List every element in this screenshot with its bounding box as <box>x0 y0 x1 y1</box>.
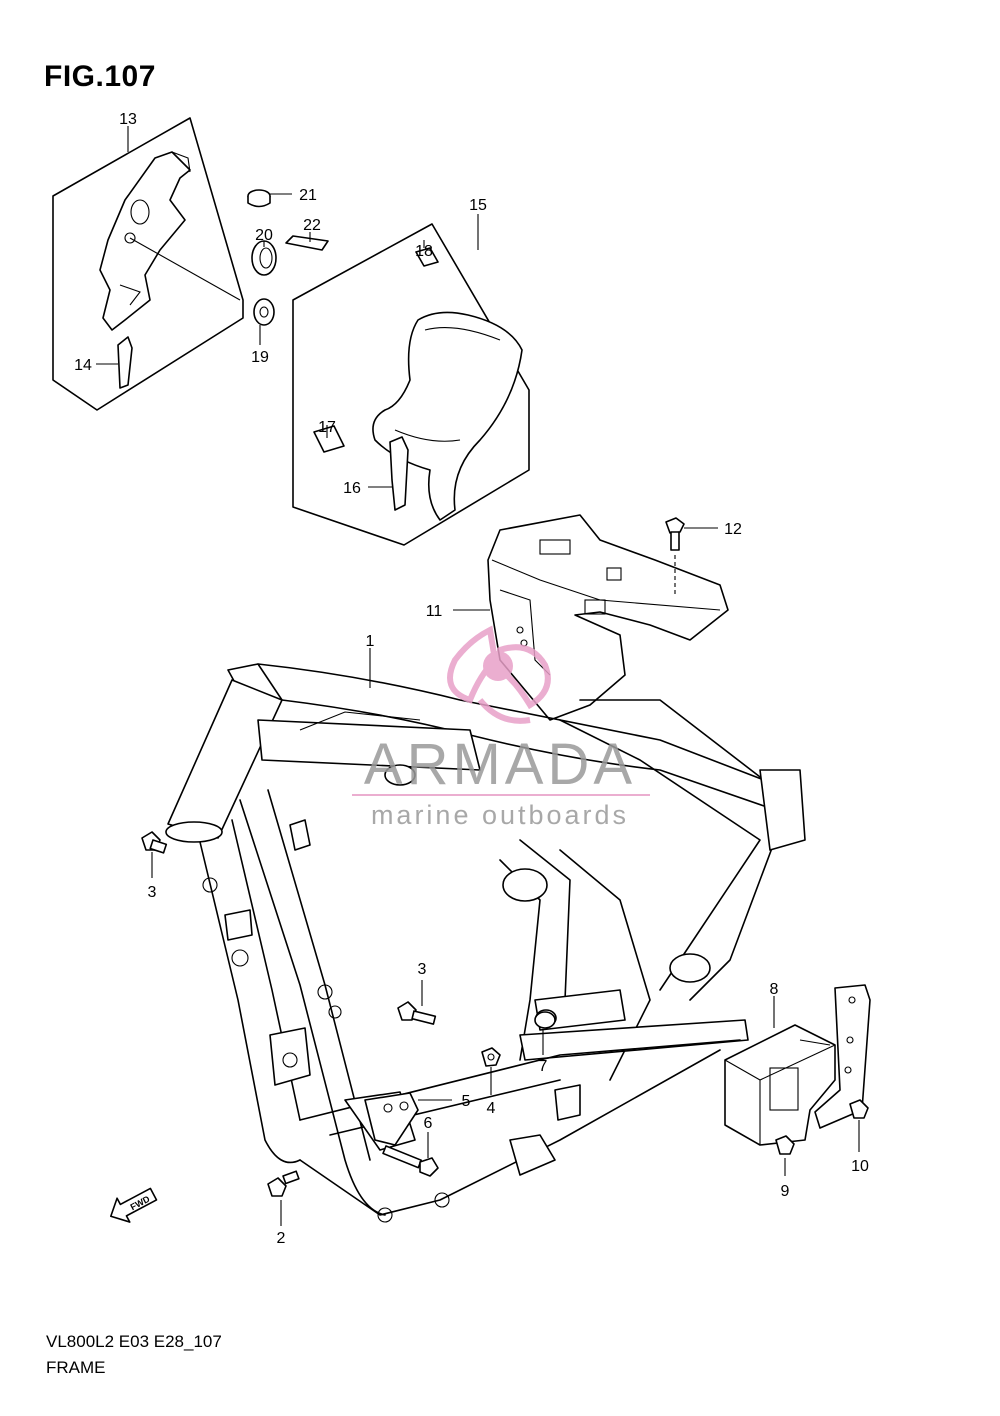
part-18-pad <box>415 240 439 267</box>
armada-propeller-logo <box>447 625 551 724</box>
part-15-cover <box>372 311 523 521</box>
callout-18: 18 <box>415 243 433 260</box>
part-20-grommet <box>251 240 277 276</box>
callout-7: 7 <box>539 1058 548 1075</box>
part-21-grommet <box>247 189 292 208</box>
callout-11: 11 <box>426 603 443 620</box>
figure-name: FRAME <box>46 1358 106 1377</box>
callout-12: 12 <box>724 521 742 538</box>
callout-1: 1 <box>366 633 375 650</box>
part-3-bolt-left <box>141 831 168 878</box>
armada-tagline-text: marine outboards <box>371 800 629 830</box>
part-group-13-box <box>52 117 244 411</box>
part-17-pad <box>313 425 345 453</box>
part-8-bracket <box>724 984 871 1146</box>
part-12-bolt <box>665 517 718 595</box>
callout-3-left: 3 <box>148 884 157 901</box>
callout-4: 4 <box>487 1100 496 1117</box>
part-22-tape <box>285 232 329 251</box>
part-7-collar <box>534 1011 556 1055</box>
armada-watermark: ARMADA marine outboards <box>352 625 650 830</box>
callout-19: 19 <box>251 349 269 366</box>
callout-6: 6 <box>424 1115 433 1132</box>
part-14-cushion <box>96 336 133 389</box>
figure-model-code: VL800L2 E03 E28_107 <box>46 1332 222 1351</box>
part-16-cushion <box>368 436 409 511</box>
part-10-bolt <box>849 1099 869 1152</box>
part-19-collar <box>253 298 275 345</box>
armada-brand-text: ARMADA <box>364 732 636 797</box>
callout-labels: 1 2 3 3 4 5 6 7 8 9 10 11 12 13 14 15 16… <box>74 111 869 1247</box>
callout-3-center: 3 <box>418 961 427 978</box>
part-11-battery-holder <box>453 514 729 721</box>
part-4-nut <box>481 1047 501 1095</box>
part-3-bolt-center <box>397 980 437 1025</box>
callout-5: 5 <box>462 1093 471 1110</box>
part-6-bolt <box>382 1132 439 1177</box>
callout-14: 14 <box>74 357 92 374</box>
part-9-bolt <box>775 1135 795 1176</box>
callout-2: 2 <box>277 1230 286 1247</box>
callout-13: 13 <box>119 111 137 128</box>
figure-title: FIG.107 <box>44 60 156 93</box>
callout-15: 15 <box>469 197 487 214</box>
callout-20: 20 <box>255 227 273 244</box>
callout-9: 9 <box>781 1183 790 1200</box>
callout-21: 21 <box>299 187 317 204</box>
callout-17: 17 <box>318 419 336 436</box>
fwd-direction-arrow: FWD <box>110 1187 158 1223</box>
callout-16: 16 <box>343 480 361 497</box>
callout-10: 10 <box>851 1158 869 1175</box>
part-group-15-box <box>292 214 530 546</box>
part-5-plate <box>364 1092 452 1146</box>
part-2-bolt <box>267 1170 300 1226</box>
callout-8: 8 <box>770 981 779 998</box>
callout-22: 22 <box>303 217 321 234</box>
part-13-side-cover <box>99 151 241 331</box>
